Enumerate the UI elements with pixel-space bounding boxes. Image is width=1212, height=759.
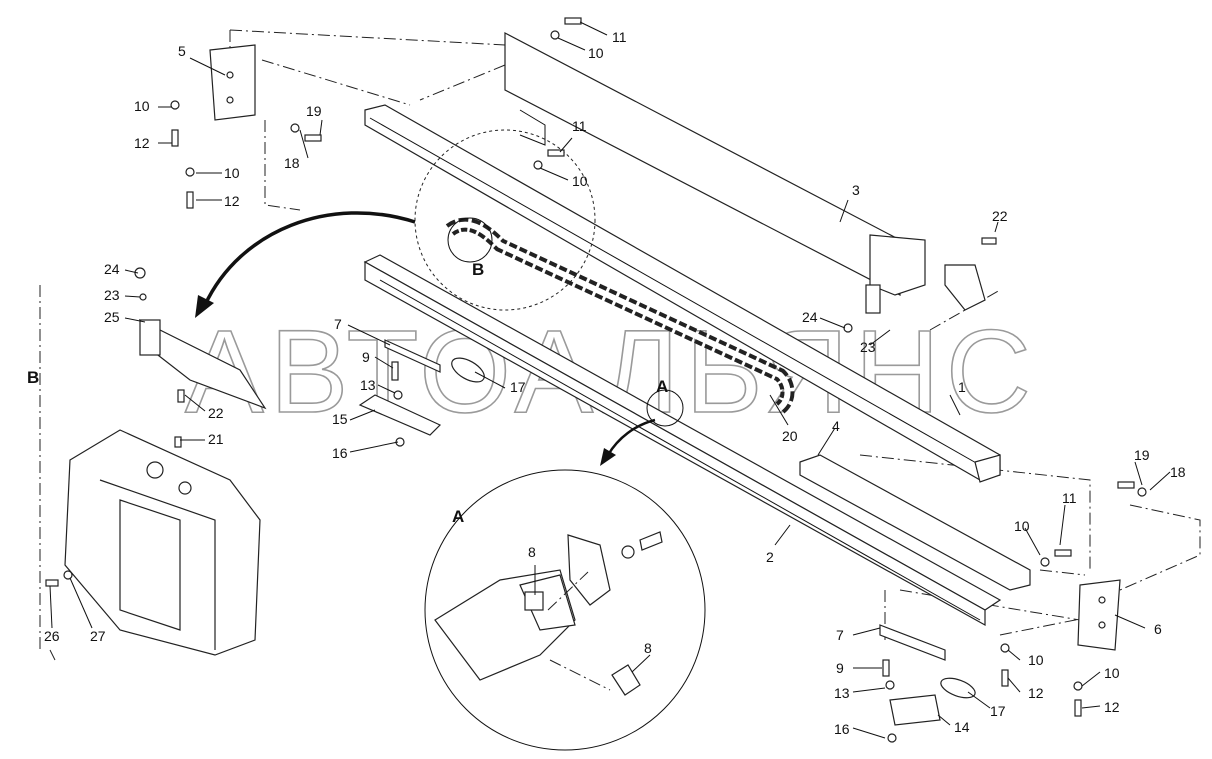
callout-19-left: 19	[306, 103, 322, 119]
callout-10-mid: 10	[572, 173, 588, 189]
part-6-bracket	[1077, 579, 1121, 651]
callout-8-upper: 8	[528, 544, 536, 560]
callout-21: 21	[208, 431, 224, 447]
callout-2: 2	[766, 549, 774, 565]
hardware	[45, 17, 1147, 743]
callout-9-upper: 9	[362, 349, 370, 365]
callout-18-left: 18	[284, 155, 300, 171]
callout-12-left-b: 12	[224, 193, 240, 209]
part-4-guide	[799, 454, 1031, 591]
section-label-a-detail: A	[452, 507, 464, 526]
detail-b-outline	[414, 129, 596, 311]
callout-12-right-b: 12	[1104, 699, 1120, 715]
part-1-rail	[364, 104, 1001, 483]
detail-b-frame	[64, 318, 267, 656]
callout-14: 14	[954, 719, 970, 735]
callout-4: 4	[832, 418, 840, 434]
callout-7-upper: 7	[334, 316, 342, 332]
part-2-bottom-rail	[363, 254, 1002, 627]
detail-a-view	[424, 469, 706, 751]
callout-22-left: 22	[208, 405, 224, 421]
callout-9-lower: 9	[836, 660, 844, 676]
leader-lines	[49, 21, 1171, 739]
callout-17-upper: 17	[510, 379, 526, 395]
callout-10-right-c: 10	[1104, 665, 1120, 681]
detail-a-marker	[646, 389, 684, 427]
callout-11-top: 11	[612, 29, 627, 45]
callout-3: 3	[852, 182, 860, 198]
flow-arrows	[195, 211, 656, 466]
callout-19-right: 19	[1134, 447, 1150, 463]
callout-24-right: 24	[802, 309, 818, 325]
callout-24-left: 24	[104, 261, 120, 277]
callout-16-lower: 16	[834, 721, 850, 737]
part-20-energy-chain	[445, 217, 795, 414]
callout-6: 6	[1154, 621, 1162, 637]
callout-5: 5	[178, 43, 186, 59]
callout-23-left: 23	[104, 287, 120, 303]
callout-23-right: 23	[860, 339, 876, 355]
callout-18-right: 18	[1170, 464, 1186, 480]
spring-assembly-upper	[358, 339, 485, 436]
callout-12-left-a: 12	[134, 135, 150, 151]
callout-1: 1	[958, 379, 966, 395]
callout-17-lower: 17	[990, 703, 1006, 719]
spring-assembly-lower	[879, 624, 976, 726]
callout-27: 27	[90, 628, 106, 644]
callout-13-upper: 13	[360, 377, 376, 393]
section-label-b-side: B	[27, 368, 39, 387]
callout-10-top: 10	[588, 45, 604, 61]
callout-8-lower: 8	[644, 640, 652, 656]
part-5-bracket	[209, 44, 256, 121]
callout-labels: 11 10 5 10 19 12 18 11 10 10 3 12 22 B 2…	[27, 29, 1186, 737]
callout-25: 25	[104, 309, 120, 325]
callout-16-upper: 16	[332, 445, 348, 461]
callout-11-mid: 11	[572, 118, 587, 134]
detail-b-marker	[447, 217, 493, 263]
callout-10-right-b: 10	[1028, 652, 1044, 668]
section-label-b-marker: B	[472, 260, 484, 279]
callout-11-right: 11	[1062, 490, 1077, 506]
callout-20: 20	[782, 428, 798, 444]
callout-10-left-a: 10	[134, 98, 150, 114]
callout-12-right-a: 12	[1028, 685, 1044, 701]
callout-15: 15	[332, 411, 348, 427]
callout-13-lower: 13	[834, 685, 850, 701]
section-label-a-marker: A	[656, 377, 668, 396]
callout-10-right-a: 10	[1014, 518, 1030, 534]
part-3-back-panel	[504, 32, 926, 314]
callout-10-left-b: 10	[224, 165, 240, 181]
callout-26: 26	[44, 628, 60, 644]
callout-22-right: 22	[992, 208, 1008, 224]
callout-7-lower: 7	[836, 627, 844, 643]
